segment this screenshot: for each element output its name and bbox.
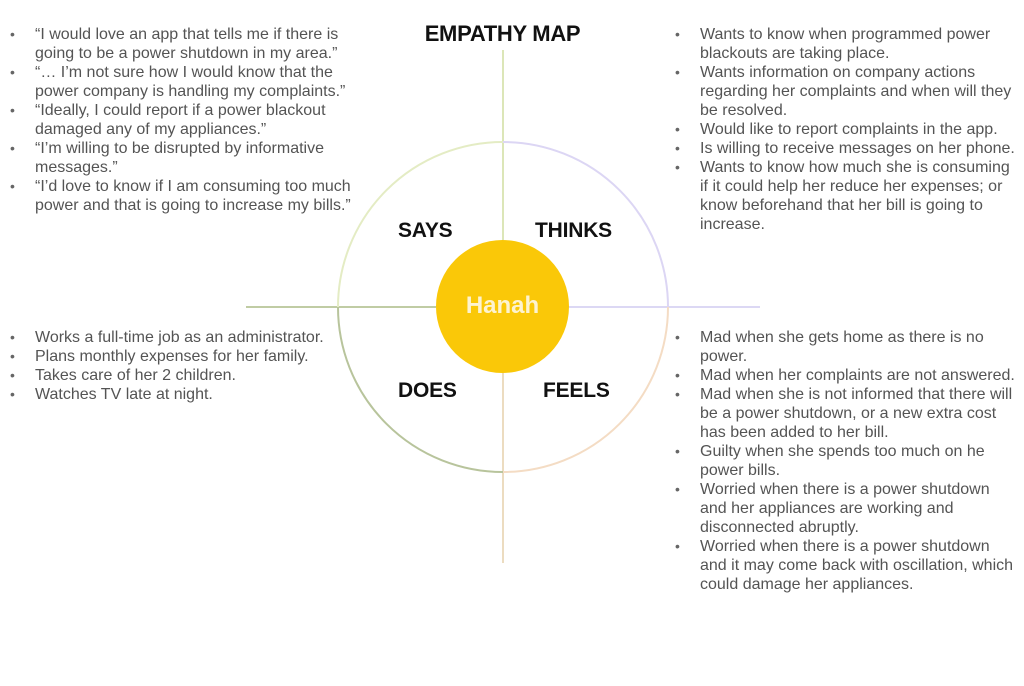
arc-says [337, 141, 504, 308]
list-item: Mad when her complaints are not answered… [673, 366, 1018, 385]
says-list: “I would love an app that tells me if th… [8, 25, 363, 215]
list-item: Takes care of her 2 children. [8, 366, 363, 385]
persona-circle [436, 240, 569, 373]
list-item: Worried when there is a power shutdown a… [673, 480, 1018, 537]
persona-name: Hanah [465, 292, 540, 319]
says-label: SAYS [398, 219, 453, 242]
feels-label: FEELS [543, 379, 610, 402]
list-item: Would like to report complaints in the a… [673, 120, 1018, 139]
arc-feels [502, 306, 669, 473]
list-item: Wants information on company actions reg… [673, 63, 1018, 120]
thinks-label: THINKS [535, 219, 612, 242]
list-item: Wants to know when programmed power blac… [673, 25, 1018, 63]
list-item: Guilty when she spends too much on he po… [673, 442, 1018, 480]
does-label: DOES [398, 379, 457, 402]
list-item: Mad when she is not informed that there … [673, 385, 1018, 442]
thinks-list: Wants to know when programmed power blac… [673, 25, 1018, 234]
list-item: “Ideally, I could report if a power blac… [8, 101, 363, 139]
list-item: “I would love an app that tells me if th… [8, 25, 363, 63]
list-item: Is willing to receive messages on her ph… [673, 139, 1018, 158]
list-item: Works a full-time job as an administrato… [8, 328, 363, 347]
does-list: Works a full-time job as an administrato… [8, 328, 363, 404]
list-item: Mad when she gets home as there is no po… [673, 328, 1018, 366]
list-item: “I’d love to know if I am consuming too … [8, 177, 363, 215]
feels-list: Mad when she gets home as there is no po… [673, 328, 1018, 594]
page-title: EMPATHY MAP [424, 21, 581, 46]
list-item: Watches TV late at night. [8, 385, 363, 404]
list-item: “I’m willing to be disrupted by informat… [8, 139, 363, 177]
arc-thinks [502, 141, 669, 308]
list-item: Wants to know how much she is consuming … [673, 158, 1018, 234]
list-item: Plans monthly expenses for her family. [8, 347, 363, 366]
list-item: Worried when there is a power shutdown a… [673, 537, 1018, 594]
list-item: “… I’m not sure how I would know that th… [8, 63, 363, 101]
